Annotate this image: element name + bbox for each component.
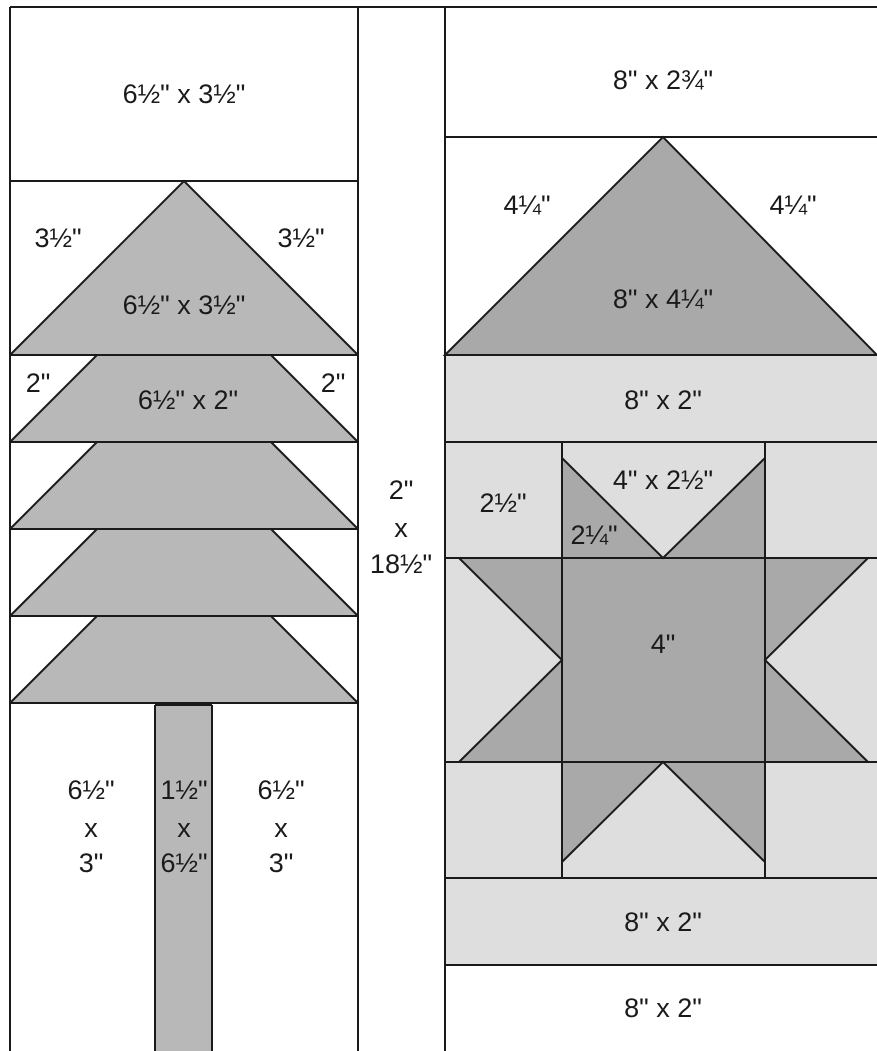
tree-tier-2 — [10, 442, 358, 529]
trunk-label-2: x — [177, 813, 191, 843]
tree-tier-3 — [10, 529, 358, 616]
trunk-left-label-3: 3" — [79, 848, 104, 878]
tree-tier-4 — [10, 616, 358, 703]
sashing-label-2: x — [394, 513, 408, 543]
trunk-left-label-2: x — [84, 813, 98, 843]
tree-triangle-left-label: 3½" — [34, 223, 81, 253]
roof-right-label: 4¼" — [769, 190, 816, 220]
trunk-right-label-1: 6½" — [257, 775, 304, 805]
tree-top-triangle — [10, 181, 358, 355]
tree-trunk — [155, 705, 212, 1051]
house-band-2 — [445, 878, 877, 965]
star-point-label: 2¼" — [570, 520, 617, 550]
tree-tier1-right-label: 2" — [321, 368, 346, 398]
trunk-label-3: 6½" — [160, 848, 207, 878]
star-center-square — [562, 558, 765, 762]
tree-tier1-label: 6½" x 2" — [138, 385, 238, 415]
star-corner-label: 2½" — [479, 488, 526, 518]
trunk-right-label-2: x — [274, 813, 288, 843]
house-top-block-label: 8" x 2¾" — [613, 65, 713, 95]
house-band-3-label: 8" x 2" — [624, 993, 702, 1023]
house-band-2-label: 8" x 2" — [624, 907, 702, 937]
trunk-left-label-1: 6½" — [67, 775, 114, 805]
star-flying-geese-label: 4" x 2½" — [613, 465, 713, 495]
tree-tier1-left-label: 2" — [26, 368, 51, 398]
roof-left-label: 4¼" — [503, 190, 550, 220]
trunk-label-1: 1½" — [160, 775, 207, 805]
seam-lines — [9, 6, 877, 1051]
star-center-label: 4" — [651, 629, 676, 659]
tree-triangle-label: 6½" x 3½" — [123, 290, 246, 320]
roof-label: 8" x 4¼" — [613, 284, 713, 314]
tree-top-block-label: 6½" x 3½" — [123, 79, 246, 109]
sashing-label-3: 18½" — [370, 549, 432, 579]
sashing-label-1: 2" — [389, 475, 414, 505]
tree-tier-1 — [10, 355, 358, 442]
tree-triangle-right-label: 3½" — [277, 223, 324, 253]
trunk-right-label-3: 3" — [269, 848, 294, 878]
house-band-1 — [445, 355, 877, 442]
house-band-1-label: 8" x 2" — [624, 385, 702, 415]
